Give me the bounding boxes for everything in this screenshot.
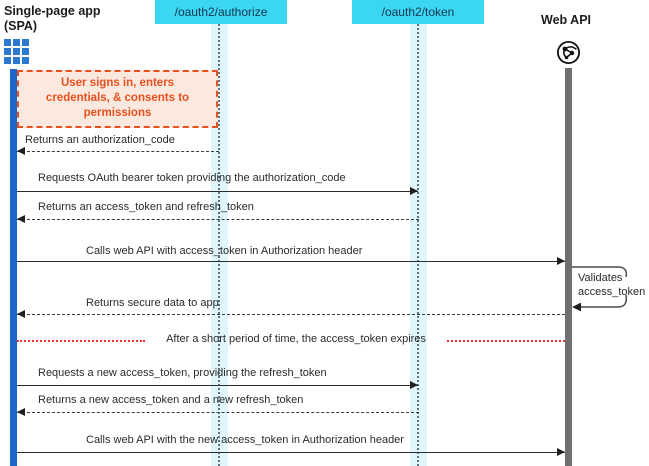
arrowhead-left-icon: [17, 215, 25, 223]
message-arrow-request: [17, 381, 418, 389]
message-arrow-return: [17, 408, 419, 416]
spa-title-line1: Single-page app: [4, 4, 101, 18]
message-label: Requests a new access_token, providing t…: [38, 367, 327, 379]
arrowhead-right-icon: [557, 448, 565, 456]
arrowhead-left-icon: [17, 408, 25, 416]
spa-actor-title: Single-page app (SPA): [4, 4, 101, 34]
arrowhead-left-icon: [17, 310, 25, 318]
message-arrow-request: [17, 187, 418, 195]
arrowhead-right-icon: [557, 257, 565, 265]
message-label: Calls web API with access_token in Autho…: [86, 245, 363, 257]
authorize-endpoint-label: /oauth2/authorize: [174, 5, 268, 19]
message-label: Returns secure data to app: [86, 297, 219, 309]
webapi-actor-title: Web API: [541, 13, 592, 27]
message-arrow-return: [17, 147, 219, 155]
arrowhead-left-icon: [17, 147, 25, 155]
webapi-globe-icon: [556, 40, 581, 70]
message-label: Requests OAuth bearer token providing th…: [38, 172, 346, 184]
expiry-divider-line-left: [17, 340, 145, 342]
message-arrow-request: [17, 257, 565, 265]
message-label: Returns an access_token and refresh_toke…: [38, 201, 254, 213]
authorize-endpoint-box: /oauth2/authorize: [155, 0, 287, 24]
spa-app-grid-icon: [4, 39, 29, 64]
message-arrow-return: [17, 310, 565, 318]
token-lifeline: [417, 24, 419, 466]
selfcall-label-line2: access_token: [578, 286, 646, 298]
expiry-divider-line-right: [447, 340, 565, 342]
token-endpoint-box: /oauth2/token: [352, 0, 484, 24]
selfcall-label-line1: Validates: [578, 272, 623, 284]
message-arrow-return: [17, 215, 419, 223]
message-arrow-request: [17, 448, 565, 456]
message-label: Calls web API with the new access_token …: [86, 434, 404, 446]
arrowhead-right-icon: [410, 187, 418, 195]
authorize-lifeline: [218, 24, 220, 466]
expiry-divider-label: After a short period of time, the access…: [166, 333, 426, 345]
arrowhead-right-icon: [410, 381, 418, 389]
spa-title-line2: (SPA): [4, 19, 38, 33]
message-label: Returns a new access_token and a new ref…: [38, 394, 304, 406]
message-label: Returns an authorization_code: [25, 134, 175, 146]
spa-activation-bar: [10, 69, 17, 466]
user-signin-note: User signs in, enters credentials, & con…: [17, 70, 218, 128]
webapi-activation-bar: [565, 68, 572, 466]
token-endpoint-label: /oauth2/token: [381, 5, 455, 19]
validate-selfcall-loop: [565, 259, 649, 322]
